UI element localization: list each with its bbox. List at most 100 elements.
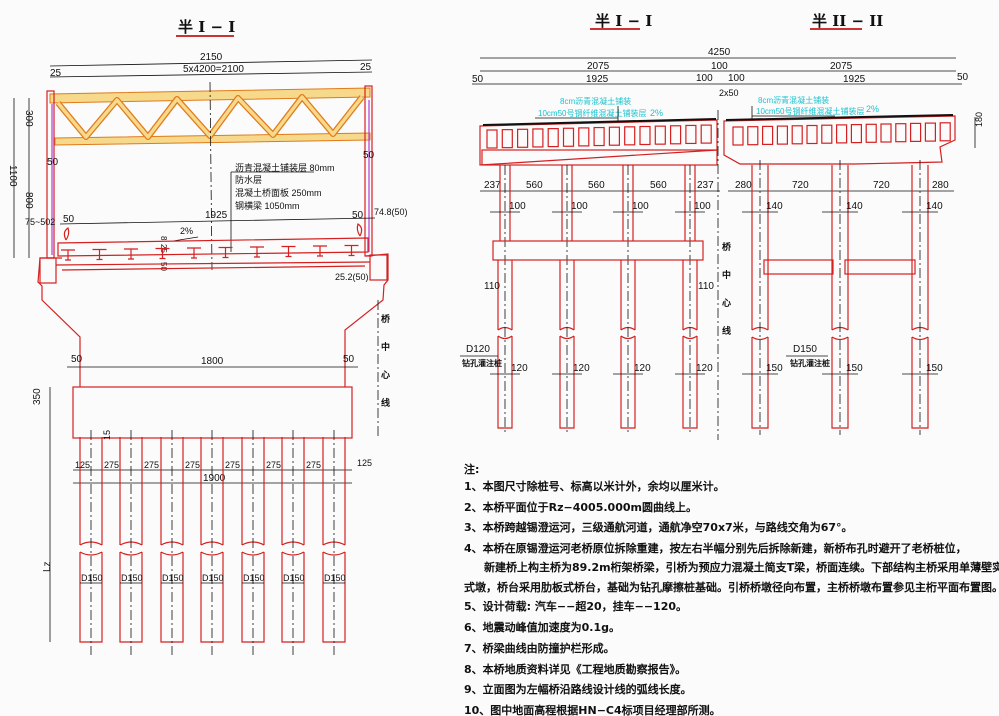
dim-overall-width: 2150 xyxy=(200,52,223,63)
dim-beam-left-b: 110 xyxy=(698,281,714,292)
pier-column xyxy=(831,165,849,429)
deck-void xyxy=(654,125,666,145)
deck-slope: 2% xyxy=(180,226,193,236)
pier-column xyxy=(911,165,929,429)
dim-span-left: 237 xyxy=(697,180,714,191)
centerline-char: 心 xyxy=(381,370,390,380)
dim-column-width: 100 xyxy=(632,201,649,212)
dim-line xyxy=(59,217,376,225)
dim-edge-right: 25 xyxy=(360,62,372,73)
deck-void xyxy=(939,122,951,142)
barrier-left xyxy=(63,227,70,241)
dim-curb-left: 50 xyxy=(63,214,75,225)
dim-deck-right: 1925 xyxy=(843,74,866,85)
note-item: 9、立面图为左幅桥沿路线设计线的弧线长度。 xyxy=(464,682,692,696)
pier-column xyxy=(559,165,575,429)
dim-joint: 2x50 xyxy=(719,88,739,98)
dim-post-left: 50 xyxy=(47,157,59,168)
deck-void xyxy=(835,124,848,144)
truss-bottom-chord xyxy=(54,132,371,146)
deck-void xyxy=(685,124,697,145)
dim-column-width: 100 xyxy=(694,201,711,212)
deck-void xyxy=(501,129,513,149)
deck-void xyxy=(761,125,774,146)
dim-line xyxy=(49,71,373,78)
section-title-ii: 半 II − II xyxy=(812,12,883,30)
layer-label: 沥青混凝土铺装层 80mm xyxy=(235,162,335,173)
note-item: 2、本桥平面位于Rz−4005.000m圆曲线上。 xyxy=(464,500,697,514)
dim-pile-spacing: 275 xyxy=(104,460,119,470)
dim-deck-height: 180 xyxy=(974,112,984,127)
notes-block: 注: 1、本图尺寸除桩号、标高以米计外，余均以厘米计。2、本桥平面位于Rz−40… xyxy=(464,462,999,716)
dim-pile-width: 150 xyxy=(766,363,783,374)
dim-pile-width: 150 xyxy=(846,363,863,374)
dim-column-width: 140 xyxy=(846,201,863,212)
deck-void xyxy=(516,128,529,148)
dim-deck-thk-c: 50 xyxy=(159,262,168,271)
dim-right-elev-bottom: 25.2(50) xyxy=(335,272,369,282)
deck-void xyxy=(578,127,590,147)
deck-void xyxy=(880,123,892,143)
dim-left-offset: 75~502 xyxy=(25,217,55,227)
dim-curb-right: 50 xyxy=(352,210,364,221)
pile-cap xyxy=(72,386,353,439)
dim-span-left: 560 xyxy=(526,180,543,191)
layer-label: 混凝土桥面板 250mm xyxy=(235,187,322,198)
deck-void xyxy=(562,127,575,147)
dim-deck-left: 1925 xyxy=(586,74,609,85)
left-section: 半 I − I 2150 5x4200=2100 25 25 1100 300 … xyxy=(7,18,408,655)
deck-void xyxy=(624,126,636,146)
dim-pile-spacing: 275 xyxy=(306,460,321,470)
tie-beam-right-b xyxy=(844,259,916,275)
deck-void xyxy=(700,124,712,144)
dim-column-width: 100 xyxy=(509,201,526,212)
pile-diameter-label: D150 xyxy=(324,573,346,583)
section-title-i: 半 I − I xyxy=(595,12,652,30)
deck-void xyxy=(924,122,937,142)
stringer xyxy=(218,246,233,259)
dim-column-width: 140 xyxy=(766,201,783,212)
deck-void xyxy=(776,125,789,145)
dim-span-right: 280 xyxy=(735,180,752,191)
pier-column xyxy=(620,165,636,429)
deck-void xyxy=(593,126,605,147)
deck-voids xyxy=(486,122,951,149)
deck-void xyxy=(486,129,498,149)
pier-columns: 1001201001201001201001201401501401501401… xyxy=(490,160,943,435)
dim-pile-length: Lz xyxy=(42,561,53,572)
right-section: 半 I − I 半 II − II 4250 2075 100 2075 50 … xyxy=(460,12,984,440)
stringer xyxy=(250,246,264,258)
deck-void xyxy=(732,126,744,146)
note-item: 8、本桥地质资料详见《工程地质勘察报告》。 xyxy=(464,662,686,676)
deck-void xyxy=(850,123,863,144)
dim-overall: 4250 xyxy=(708,47,731,58)
note-item: 1、本图尺寸除桩号、标高以米计外，余均以厘米计。 xyxy=(464,479,725,493)
note-item: 10、图中地面高程根据HN−C4标项目经理部所测。 xyxy=(464,703,721,716)
dim-span-right: 720 xyxy=(873,180,890,191)
dim-truss-spacing: 5x4200=2100 xyxy=(183,64,244,75)
dim-half-right: 2075 xyxy=(830,61,853,72)
pier-body-right xyxy=(344,253,389,387)
bearing-right xyxy=(369,254,388,281)
dim-cap-height: 350 xyxy=(32,388,43,405)
layer-label: 防水层 xyxy=(235,174,262,185)
dim-pile-edge-right: 125 xyxy=(357,458,372,468)
left-section-title: 半 I − I xyxy=(178,18,235,36)
note-item: 3、本桥跨越锡澄运河，三级通航河道，通航净空70x7米，与路线交角为67°。 xyxy=(464,520,853,534)
dim-column-width: 140 xyxy=(926,201,943,212)
dim-cap-edge-left: 50 xyxy=(71,354,83,365)
pavement-right xyxy=(725,114,954,121)
dim-pile-embed: 15 xyxy=(102,430,112,440)
deck-void xyxy=(806,124,818,145)
stringer xyxy=(124,248,138,260)
dim-pile-width: 120 xyxy=(511,363,528,374)
centerline-char: 中 xyxy=(381,341,390,352)
slope-left: 2% xyxy=(650,108,663,118)
dim-span-left: 237 xyxy=(484,180,501,191)
deck-void xyxy=(639,125,651,146)
dim-edge-left: 50 xyxy=(472,74,484,85)
note-item: 新建桥上构主桥为89.2m桁架桥梁，引桥为预应力混凝土简支T梁，桥面连续。下部结… xyxy=(484,560,999,574)
